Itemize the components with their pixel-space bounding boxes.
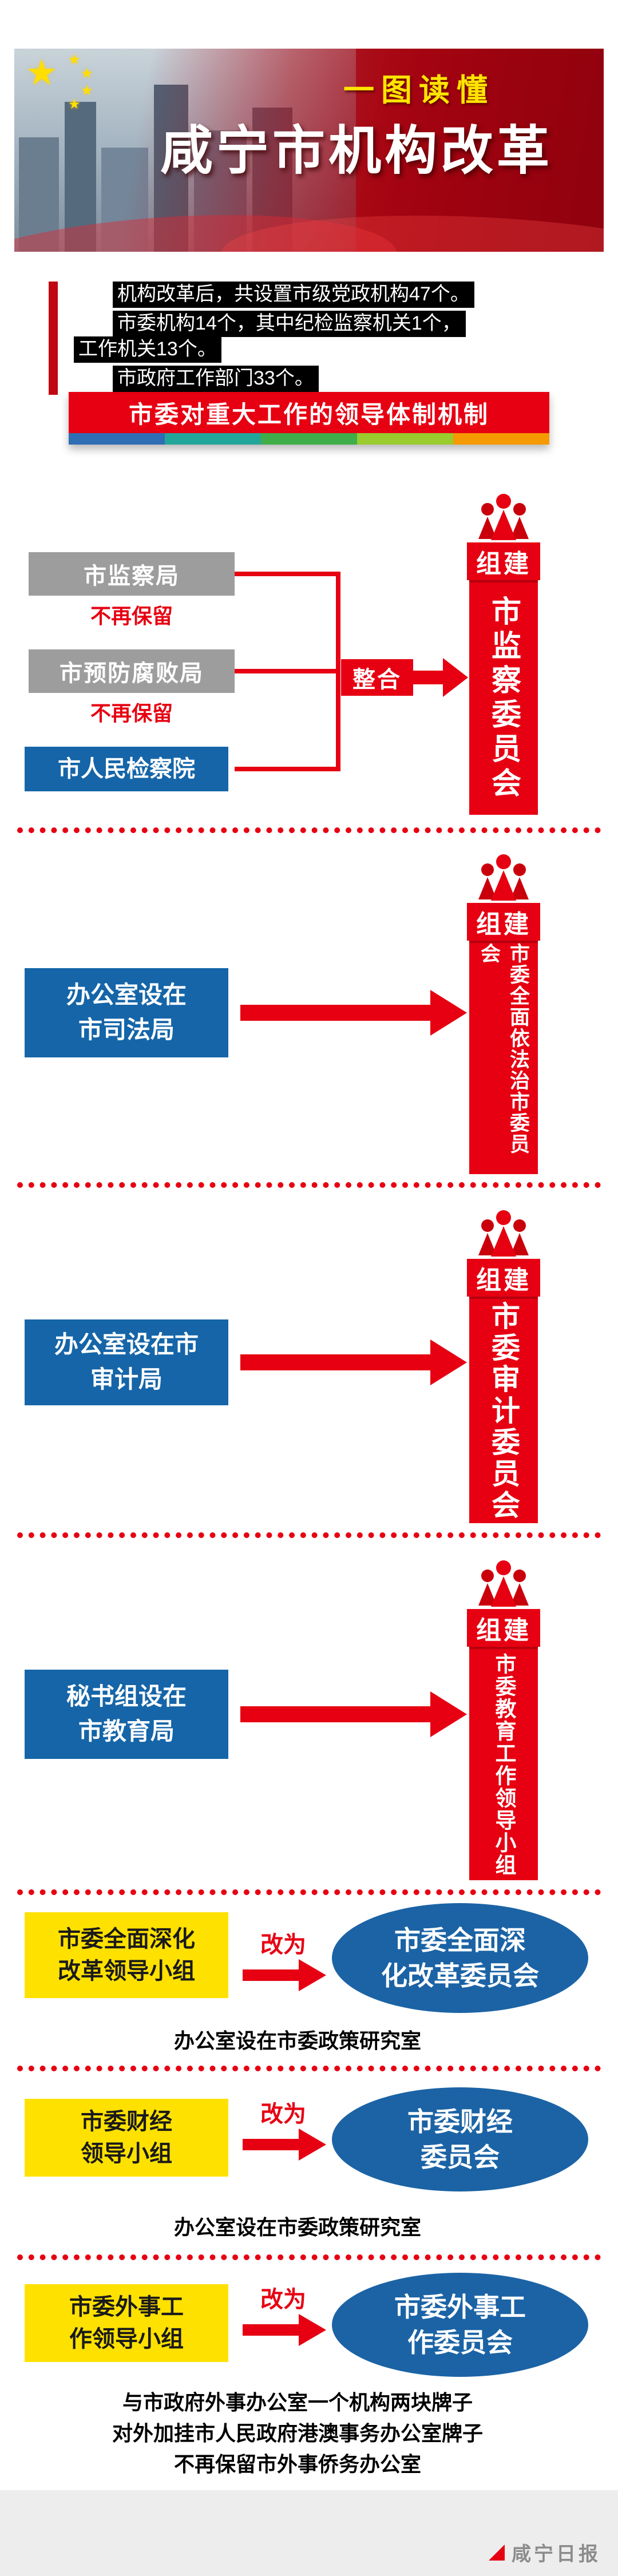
result-banner: 市委全面依法治市委员会 xyxy=(469,941,538,1174)
color-strip-segment xyxy=(165,433,261,445)
rename-new-label: 市委财经 xyxy=(407,2106,513,2137)
result-banner-text: 市委审计委员会 xyxy=(488,1301,520,1521)
source-box: 市监察局 xyxy=(29,552,235,596)
connector-line xyxy=(235,572,340,576)
rename-new-label: 市委全面深 xyxy=(394,1925,526,1955)
result-banner: 市监察委员会 xyxy=(469,580,538,815)
dotted-separator xyxy=(17,1182,601,1188)
result-banner-text: 市委全面依法治市委员会 xyxy=(478,943,529,1155)
office-note: 办公室设在市委政策研究室 xyxy=(173,2216,421,2239)
section-title-banner: 市委对重大工作的领导体制机制 xyxy=(69,392,549,445)
flag-stars-icon: ★★★★★ xyxy=(26,52,93,112)
arrow-icon xyxy=(243,2129,326,2161)
source-box-label: 市司法局 xyxy=(78,1016,175,1043)
source-box-label: 市人民检察院 xyxy=(58,756,195,782)
color-strip-segment xyxy=(357,433,453,445)
rename-new-label: 作委员会 xyxy=(407,2328,513,2357)
build-badge: 组建 xyxy=(467,903,540,941)
team-icon xyxy=(478,1210,529,1257)
page-title: 咸宁市机构改革 xyxy=(160,122,553,180)
dotted-separator xyxy=(17,827,601,833)
rename-action-label: 改为 xyxy=(260,2102,306,2127)
footer: 咸宁日报 xyxy=(0,2490,618,2576)
rename-old-box: 市委财经 领导小组 xyxy=(25,2099,228,2177)
red-overlay xyxy=(14,49,604,252)
rename-old-box: 市委全面深化 改革领导小组 xyxy=(25,1912,228,1998)
rename-old-box: 市委外事工 作领导小组 xyxy=(25,2284,228,2362)
rename-old-label: 市委外事工 xyxy=(69,2294,184,2320)
rename-old-label: 市委全面深化 xyxy=(58,1927,195,1952)
intro-paragraph: 市政府工作部门33个。 xyxy=(74,365,475,392)
notes-block: 与市政府外事办公室一个机构两块牌子 对外加挂市人民政府港澳事务办公室牌子 不再保… xyxy=(0,2387,595,2480)
connector-line xyxy=(235,767,340,771)
result-banner: 市委审计委员会 xyxy=(469,1297,538,1523)
header-banner: ★★★★★ 一图读懂 咸宁市机构改革 xyxy=(14,49,604,252)
team-icon xyxy=(478,494,529,540)
source-box-label: 审计局 xyxy=(90,1366,163,1393)
note-line: 对外加挂市人民政府港澳事务办公室牌子 xyxy=(112,2422,483,2445)
section-title: 市委对重大工作的领导体制机制 xyxy=(69,392,549,433)
source-box-label: 市监察局 xyxy=(84,564,180,589)
brand-logo-icon xyxy=(489,2544,505,2561)
merge-action-box: 整合 xyxy=(341,659,413,696)
arrow-icon xyxy=(243,1959,326,1991)
rename-old-label: 领导小组 xyxy=(81,2141,172,2166)
source-box: 市人民检察院 xyxy=(25,747,228,791)
source-box-label: 办公室设在市 xyxy=(54,1331,199,1358)
arrow-icon xyxy=(240,1691,467,1737)
result-banner-text: 市监察委员会 xyxy=(486,596,520,802)
rename-new-ellipse: 市委全面深 化改革委员会 xyxy=(332,1903,588,2013)
intro-paragraph: 市委机构14个，其中纪检监察机关1个，工作机关13个。 xyxy=(74,310,475,363)
rename-new-label: 化改革委员会 xyxy=(381,1961,539,1991)
arrow-icon xyxy=(243,2314,326,2346)
build-badge: 组建 xyxy=(467,1609,540,1647)
brand-name: 咸宁日报 xyxy=(512,2543,601,2565)
discontinued-note: 不再保留 xyxy=(90,702,173,725)
color-strip-segment xyxy=(453,433,549,445)
team-icon xyxy=(478,854,529,901)
office-note: 办公室设在市委政策研究室 xyxy=(173,2029,421,2052)
rename-old-label: 市委财经 xyxy=(81,2109,172,2134)
color-strip-segment xyxy=(261,433,357,445)
source-box: 办公室设在市 审计局 xyxy=(25,1319,228,1405)
rename-new-ellipse: 市委外事工 作委员会 xyxy=(332,2273,588,2377)
rename-new-label: 市委外事工 xyxy=(394,2292,526,2322)
dotted-separator xyxy=(17,1889,601,1895)
rename-new-ellipse: 市委财经 委员会 xyxy=(332,2087,588,2191)
intro-block: 机构改革后，共设置市级党政机构47个。 市委机构14个，其中纪检监察机关1个，工… xyxy=(49,282,475,395)
rename-new-label: 委员会 xyxy=(421,2142,500,2172)
source-box-label: 办公室设在 xyxy=(66,981,187,1009)
team-icon xyxy=(478,1560,529,1607)
dotted-separator xyxy=(17,2254,601,2260)
rename-action-label: 改为 xyxy=(260,2287,306,2312)
arrow-icon xyxy=(240,990,467,1036)
build-badge: 组建 xyxy=(467,542,540,580)
header-tagline: 一图读懂 xyxy=(343,73,494,108)
rename-old-label: 改革领导小组 xyxy=(58,1959,195,1984)
arrow-icon xyxy=(240,1339,467,1385)
source-box-label: 秘书组设在 xyxy=(66,1683,187,1710)
arrow-icon xyxy=(413,658,468,697)
result-banner: 市委教育工作领导小组 xyxy=(469,1647,538,1880)
dotted-separator xyxy=(17,1532,601,1538)
rename-action-label: 改为 xyxy=(260,1932,306,1957)
result-banner-text: 市委教育工作领导小组 xyxy=(492,1653,516,1876)
source-box-label: 市预防腐败局 xyxy=(60,661,204,686)
source-box: 办公室设在 市司法局 xyxy=(25,968,228,1057)
color-strip xyxy=(69,433,549,445)
source-box-label: 市教育局 xyxy=(78,1718,175,1745)
color-strip-segment xyxy=(69,433,165,445)
connector-line xyxy=(336,572,340,771)
source-box: 市预防腐败局 xyxy=(29,649,235,693)
dotted-separator xyxy=(17,2066,601,2071)
rename-old-label: 作领导小组 xyxy=(69,2327,184,2352)
note-line: 与市政府外事办公室一个机构两块牌子 xyxy=(122,2391,473,2414)
connector-line xyxy=(235,669,340,673)
brand: 咸宁日报 xyxy=(489,2538,601,2566)
note-line: 不再保留市外事侨务办公室 xyxy=(173,2452,421,2476)
source-box: 秘书组设在 市教育局 xyxy=(25,1670,228,1759)
discontinued-note: 不再保留 xyxy=(90,604,173,628)
build-badge: 组建 xyxy=(467,1259,540,1297)
intro-paragraph: 机构改革后，共设置市级党政机构47个。 xyxy=(74,282,475,308)
